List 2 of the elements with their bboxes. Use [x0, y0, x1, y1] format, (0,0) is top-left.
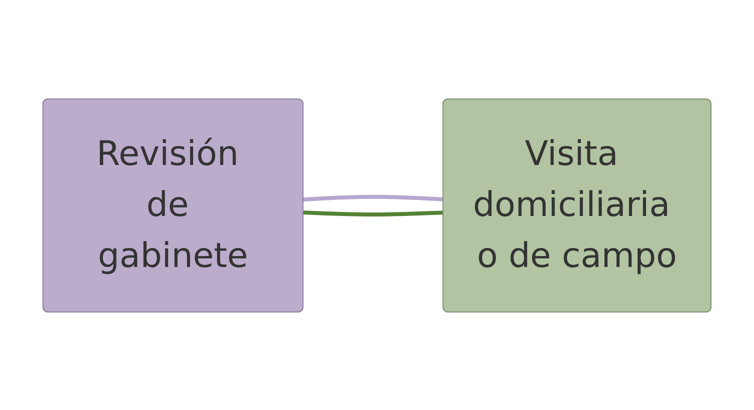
connector: [303, 194, 444, 201]
connector: [303, 210, 444, 216]
